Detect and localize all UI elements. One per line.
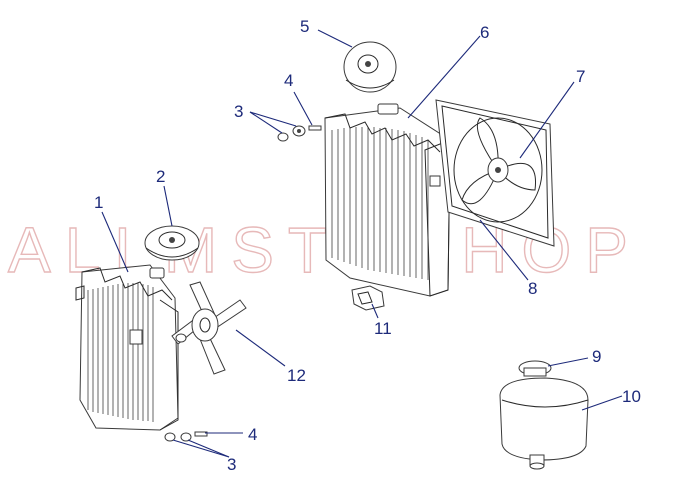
mounting-bracket <box>351 285 385 311</box>
leader-3b-1 <box>172 439 230 458</box>
radiator-small <box>75 264 179 431</box>
expansion-tank <box>499 377 589 470</box>
leader-4a <box>293 91 313 126</box>
leader-10 <box>581 395 623 411</box>
reservoir-cap <box>518 360 552 377</box>
callout-4b: 4 <box>248 425 257 444</box>
callout-9: 9 <box>592 347 601 366</box>
leader-2 <box>163 185 173 227</box>
callout-11: 11 <box>374 319 392 338</box>
leader-7 <box>519 81 575 159</box>
washers-lower <box>164 431 208 442</box>
callout-6: 6 <box>480 23 489 42</box>
radiator-cap-small <box>144 225 200 261</box>
callout-4a: 4 <box>284 71 293 90</box>
leader-8 <box>479 219 529 281</box>
washers-upper <box>277 125 322 142</box>
radiator-large-fins <box>331 127 429 280</box>
radiator-cap-large <box>343 41 397 93</box>
callout-1: 1 <box>94 193 103 212</box>
callouts: 1 2 3 3 4 4 5 6 7 8 9 10 11 12 <box>94 17 641 474</box>
leader-9 <box>547 357 589 367</box>
leader-3b-2 <box>187 439 230 458</box>
callout-3b: 3 <box>227 455 236 474</box>
leader-6 <box>407 35 481 119</box>
radiator-large <box>324 103 451 297</box>
leader-1 <box>101 211 129 273</box>
callout-3a: 3 <box>234 102 243 121</box>
leader-3a-2 <box>249 111 297 127</box>
callout-2: 2 <box>156 167 165 186</box>
leader-11 <box>371 303 379 319</box>
leader-12 <box>235 329 286 367</box>
callout-10: 10 <box>622 387 641 406</box>
leader-5 <box>317 29 353 48</box>
callout-5: 5 <box>300 17 309 36</box>
callout-12: 12 <box>287 366 306 385</box>
leader-3a-1 <box>249 111 283 134</box>
leader-lines <box>101 29 623 458</box>
electric-fan-shroud <box>435 99 555 247</box>
cooling-fan-small <box>171 281 247 375</box>
callout-7: 7 <box>576 67 585 86</box>
callout-8: 8 <box>528 279 537 298</box>
radiator-small-fins <box>87 283 154 422</box>
